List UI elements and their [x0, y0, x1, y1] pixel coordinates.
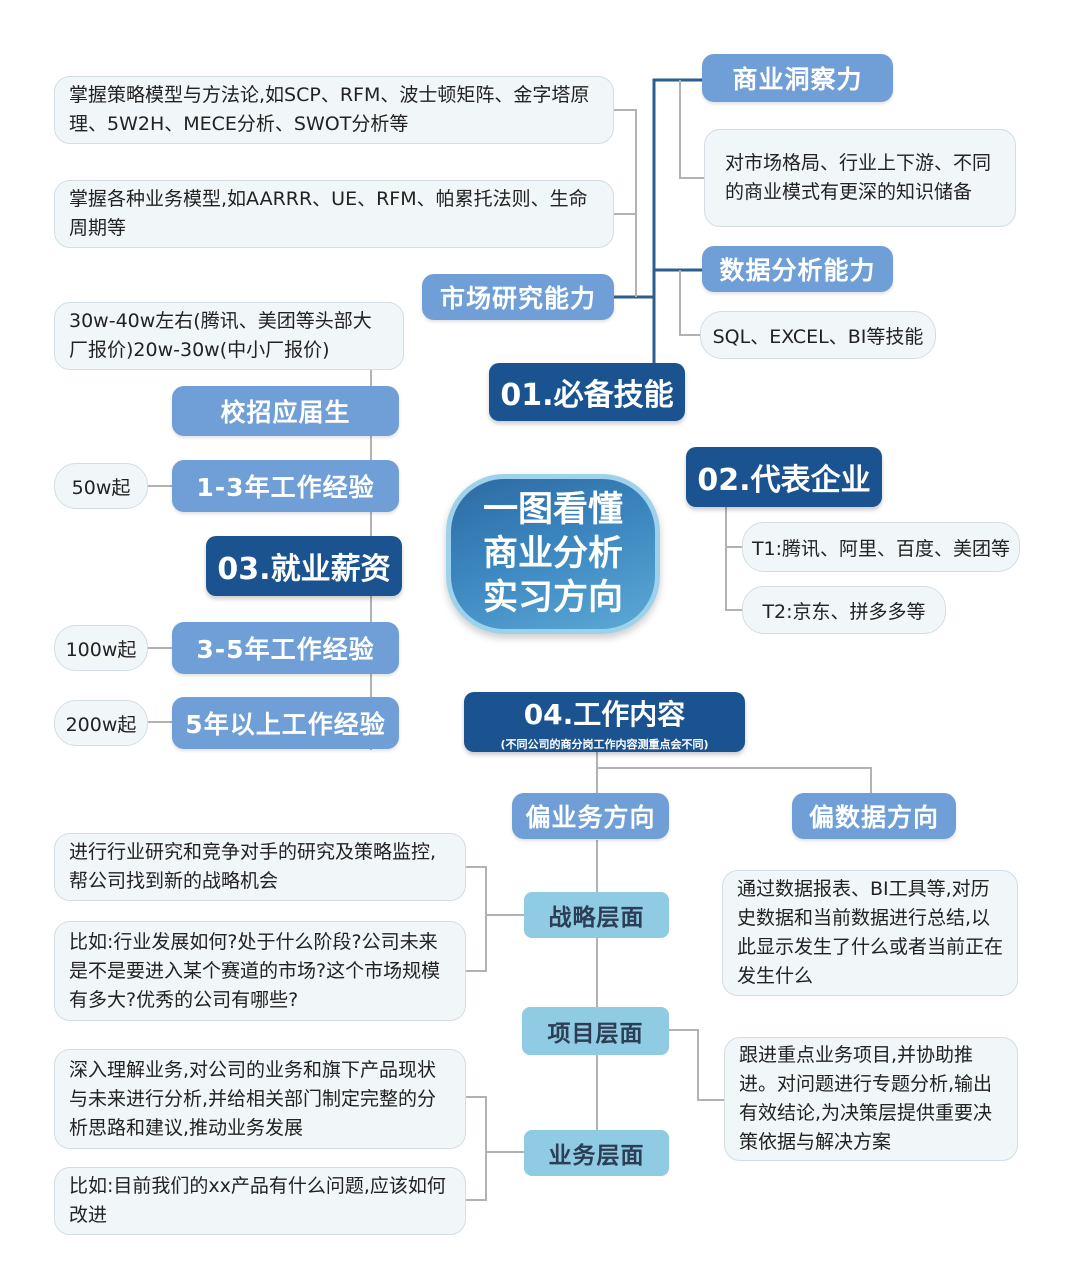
data-analysis-desc: SQL、EXCEL、BI等技能 — [700, 311, 936, 359]
title-line-2: 商业分析 — [482, 534, 623, 574]
market-research-node: 市场研究能力 — [422, 274, 614, 320]
title-line-1: 一图看懂 — [482, 490, 623, 530]
exp-3-5-node: 3-5年工作经验 — [172, 622, 399, 674]
market-research-desc-1: 掌握策略模型与方法论,如SCP、RFM、波士顿矩阵、金字塔原理、5W2H、MEC… — [54, 76, 614, 144]
project-level-node: 项目层面 — [522, 1007, 669, 1055]
business-level-desc-1: 深入理解业务,对公司的业务和旗下产品现状与未来进行分析,并给相关部门制定完整的分… — [54, 1049, 466, 1149]
campus-salary: 30w-40w左右(腾讯、美团等头部大厂报价)20w-30w(中小厂报价) — [54, 302, 404, 370]
project-level-desc: 跟进重点业务项目,并协助推进。对问题进行专题分析,输出有效结论,为决策层提供重要… — [724, 1037, 1018, 1161]
strategy-desc-2: 比如:行业发展如何?处于什么阶段?公司未来是不是要进入某个赛道的市场?这个市场规… — [54, 921, 466, 1021]
business-level-node: 业务层面 — [524, 1130, 669, 1176]
t1-companies: T1:腾讯、阿里、百度、美团等 — [742, 522, 1020, 572]
strategy-desc-1: 进行行业研究和竞争对手的研究及策略监控,帮公司找到新的战略机会 — [54, 833, 466, 901]
strategy-level-node: 战略层面 — [524, 892, 669, 938]
section-04-label: 04.工作内容 — [523, 697, 686, 731]
data-direction-desc: 通过数据报表、BI工具等,对历史数据和当前数据进行总结,以此显示发生了什么或者当… — [722, 870, 1018, 996]
market-research-desc-2: 掌握各种业务模型,如AARRR、UE、RFM、帕累托法则、生命周期等 — [54, 180, 614, 248]
salary-1-3: 50w起 — [54, 463, 148, 509]
section-04-node: 04.工作内容 (不同公司的商分岗工作内容测重点会不同) — [464, 692, 745, 752]
section-01-node: 01.必备技能 — [489, 363, 685, 421]
business-insight-desc: 对市场格局、行业上下游、不同的商业模式有更深的知识储备 — [704, 129, 1016, 227]
business-direction-node: 偏业务方向 — [512, 793, 669, 839]
t2-companies: T2:京东、拼多多等 — [742, 586, 946, 634]
business-level-desc-2: 比如:目前我们的xx产品有什么问题,应该如何改进 — [54, 1167, 466, 1235]
section-02-node: 02.代表企业 — [686, 447, 882, 507]
exp-5-plus-node: 5年以上工作经验 — [172, 697, 399, 749]
exp-1-3-node: 1-3年工作经验 — [172, 460, 399, 512]
section-04-note: (不同公司的商分岗工作内容测重点会不同) — [500, 737, 709, 751]
salary-5-plus: 200w起 — [54, 700, 148, 746]
central-title: 一图看懂 商业分析 实习方向 — [446, 474, 660, 634]
title-line-3: 实习方向 — [482, 578, 623, 618]
section-03-node: 03.就业薪资 — [206, 536, 402, 596]
business-insight-node: 商业洞察力 — [702, 54, 893, 102]
data-analysis-node: 数据分析能力 — [702, 246, 893, 292]
campus-node: 校招应届生 — [172, 386, 399, 436]
salary-3-5: 100w起 — [54, 625, 148, 671]
data-direction-node: 偏数据方向 — [792, 793, 956, 839]
